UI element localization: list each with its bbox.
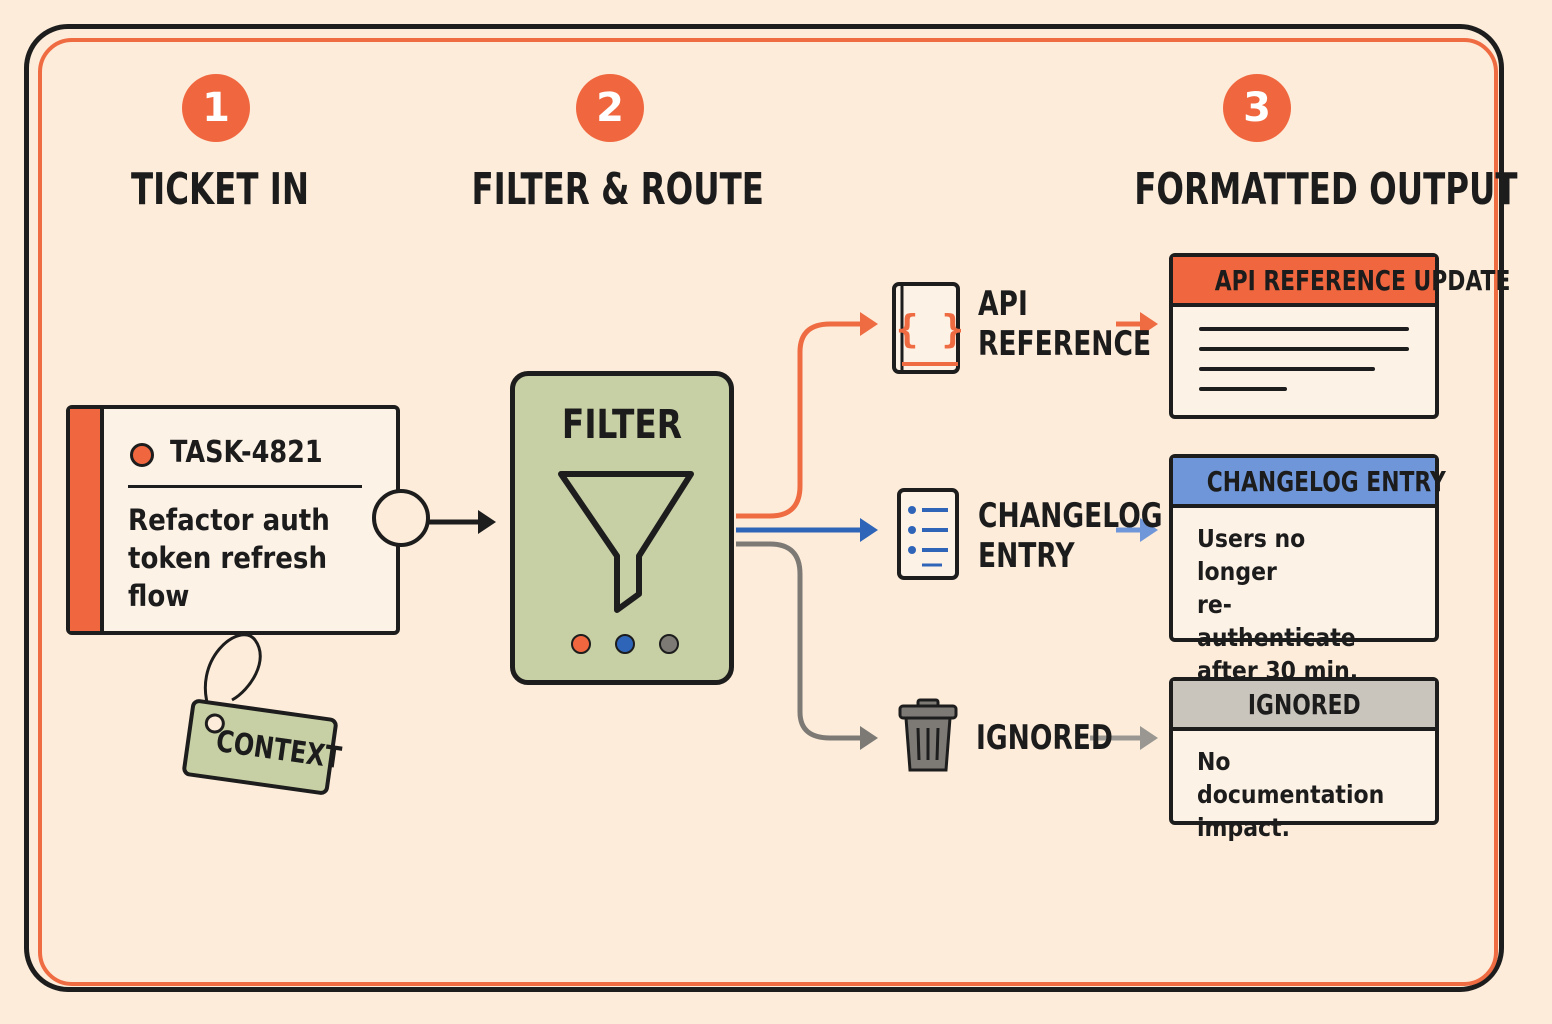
changelog-to-card-arrowhead	[1140, 518, 1158, 542]
text-line-4	[1199, 387, 1287, 391]
route-label-api-reference: API REFERENCE	[978, 284, 1152, 364]
ticket-status-dot	[130, 443, 154, 467]
output-card-changelog-entry: CHANGELOG ENTRY Users no longer re-authe…	[1169, 454, 1446, 685]
ignored-to-card-arrowhead	[1140, 726, 1158, 750]
svg-text:{ }: { }	[896, 307, 965, 351]
api-to-card-arrowhead	[1140, 312, 1158, 336]
ticket-id: TASK-4821	[170, 435, 323, 470]
outer-frame	[24, 24, 1504, 992]
route-ignored-arrowhead	[860, 726, 878, 750]
route-changelog-arrowhead	[860, 518, 878, 542]
trash-icon	[898, 698, 958, 772]
ticket-description: Refactor auth token refresh flow	[128, 503, 330, 613]
ticket-card: TASK-4821 Refactor auth token refresh fl…	[66, 405, 430, 635]
output-card-ignored-title: IGNORED	[1247, 688, 1361, 721]
output-card-changelog-header: CHANGELOG ENTRY	[1173, 458, 1446, 508]
text-line-1	[1199, 327, 1409, 331]
ticket-divider	[128, 485, 362, 488]
output-card-changelog-title: CHANGELOG ENTRY	[1206, 465, 1446, 498]
filter-box: FILTER	[510, 371, 734, 685]
filter-label: FILTER	[561, 402, 683, 448]
tag-string	[203, 633, 262, 713]
output-card-changelog-text: Users no longer re-authenticate after 30…	[1197, 524, 1359, 685]
route-label-ignored: IGNORED	[976, 718, 1113, 758]
output-card-changelog-body: Users no longer re-authenticate after 30…	[1173, 508, 1435, 687]
filter-led-orange	[571, 634, 591, 654]
output-card-api-reference-header: API REFERENCE UPDATE	[1173, 257, 1510, 307]
output-card-ignored-body: No documentation impact.	[1173, 731, 1435, 844]
list-icon	[897, 488, 959, 580]
step-2-badge: 2	[576, 74, 644, 142]
text-line-3	[1199, 367, 1375, 371]
output-card-api-reference-title: API REFERENCE UPDATE	[1214, 264, 1511, 297]
output-card-ignored: IGNORED No documentation impact.	[1169, 677, 1439, 842]
ticket-stripe	[70, 409, 104, 631]
code-braces-icon: { }	[892, 282, 965, 374]
output-card-ignored-header: IGNORED	[1173, 681, 1435, 731]
route-label-changelog-entry: CHANGELOG ENTRY	[978, 496, 1163, 576]
ticket-notch	[372, 489, 430, 547]
filter-led-blue	[615, 634, 635, 654]
route-api-line	[736, 321, 862, 519]
inner-frame	[38, 38, 1498, 986]
filter-led-gray	[659, 634, 679, 654]
context-tag-label: CONTEXT	[213, 724, 344, 777]
route-api-arrowhead	[860, 312, 878, 336]
step-2-title: FILTER & ROUTE	[471, 164, 764, 215]
output-card-ignored-text: No documentation impact.	[1197, 747, 1385, 842]
funnel-icon	[558, 471, 694, 613]
route-ignored-line	[736, 541, 862, 741]
step-1-badge: 1	[182, 74, 250, 142]
output-card-api-reference: API REFERENCE UPDATE	[1169, 253, 1510, 419]
text-line-2	[1199, 347, 1409, 351]
ticket-to-filter-arrowhead	[478, 510, 496, 534]
step-1-title: TICKET IN	[130, 164, 310, 215]
step-3-badge: 3	[1223, 74, 1291, 142]
